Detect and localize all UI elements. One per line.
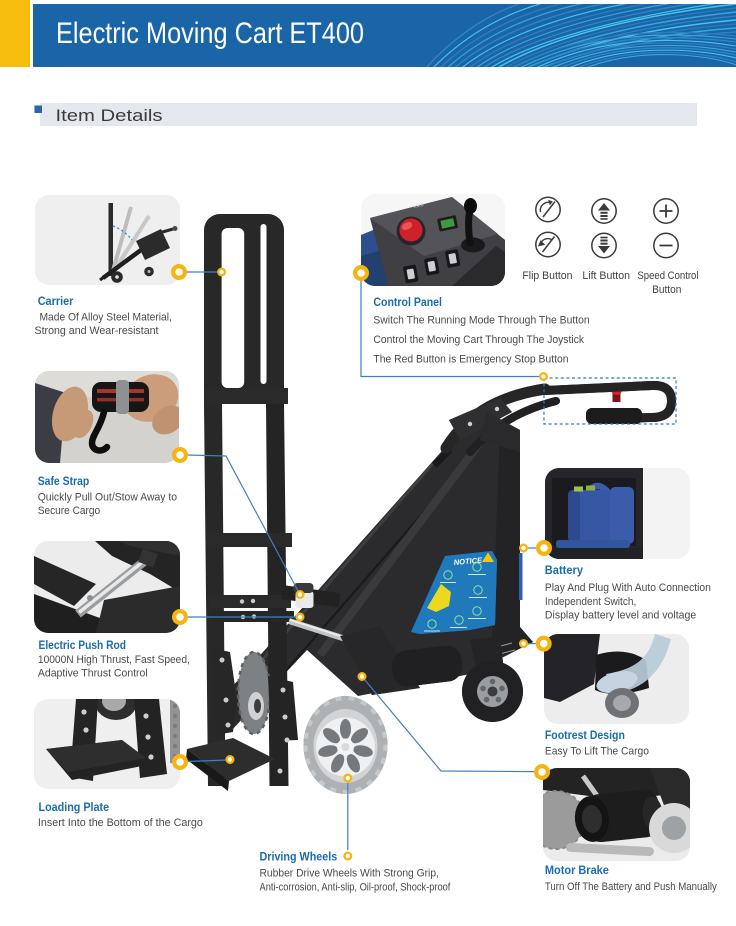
svg-text:xsto: xsto bbox=[413, 202, 424, 210]
svg-text:10000N High Thrust, Fast Speed: 10000N High Thrust, Fast Speed, bbox=[38, 654, 190, 666]
svg-text:Footrest Design: Footrest Design bbox=[545, 730, 625, 742]
svg-text:Display battery level and volt: Display battery level and voltage bbox=[545, 610, 696, 622]
svg-text:Strong and Wear-resistant: Strong and Wear-resistant bbox=[35, 325, 159, 337]
svg-text:Safe Strap: Safe Strap bbox=[38, 476, 90, 488]
svg-text:Adaptive Thrust Control: Adaptive Thrust Control bbox=[38, 668, 148, 680]
svg-text:Button: Button bbox=[652, 284, 681, 296]
svg-text:Item Details: Item Details bbox=[56, 106, 163, 125]
svg-text:Battery: Battery bbox=[545, 565, 584, 577]
svg-text:Insert Into the Bottom of the: Insert Into the Bottom of the Cargo bbox=[38, 817, 203, 829]
svg-text:Speed Control: Speed Control bbox=[637, 270, 698, 282]
svg-text:The Red Button is Emergency St: The Red Button is Emergency Stop Button bbox=[373, 353, 568, 365]
svg-text:Control Panel: Control Panel bbox=[373, 297, 442, 309]
svg-text:Control the Moving Cart Throug: Control the Moving Cart Through The Joys… bbox=[373, 334, 584, 346]
svg-text:Anti-corrosion, Anti-slip, Oil: Anti-corrosion, Anti-slip, Oil-proof, Sh… bbox=[260, 881, 452, 893]
svg-text:Rubber Drive Wheels With Stron: Rubber Drive Wheels With Strong Grip, bbox=[260, 868, 439, 880]
svg-text:Quickly Pull Out/Stow Away to: Quickly Pull Out/Stow Away to bbox=[38, 492, 177, 504]
svg-text:Loading Plate: Loading Plate bbox=[39, 802, 110, 814]
svg-text:Driving Wheels: Driving Wheels bbox=[260, 851, 338, 863]
svg-text:Motor Brake: Motor Brake bbox=[545, 865, 609, 877]
svg-text:Made Of Alloy Steel Material,: Made Of Alloy Steel Material, bbox=[40, 312, 172, 324]
svg-text:Play And Plug With Auto Connec: Play And Plug With Auto Connection bbox=[545, 582, 711, 594]
svg-text:Electric Moving Cart ET400: Electric Moving Cart ET400 bbox=[56, 17, 364, 50]
svg-text:Easy To Lift The Cargo: Easy To Lift The Cargo bbox=[545, 746, 649, 758]
svg-text:Lift Button: Lift Button bbox=[582, 270, 630, 282]
svg-text:Independent Switch,: Independent Switch, bbox=[545, 596, 636, 608]
svg-text:Electric Push Rod: Electric Push Rod bbox=[39, 640, 127, 652]
svg-text:Carrier: Carrier bbox=[38, 296, 74, 308]
svg-text:Secure Cargo: Secure Cargo bbox=[38, 505, 100, 517]
svg-text:Flip Button: Flip Button bbox=[522, 270, 572, 282]
svg-text:Turn Off The Battery and Push: Turn Off The Battery and Push Manually bbox=[545, 881, 718, 893]
svg-text:NOTICE: NOTICE bbox=[453, 555, 483, 567]
svg-text:Switch The Running Mode Throug: Switch The Running Mode Through The Butt… bbox=[373, 315, 589, 327]
